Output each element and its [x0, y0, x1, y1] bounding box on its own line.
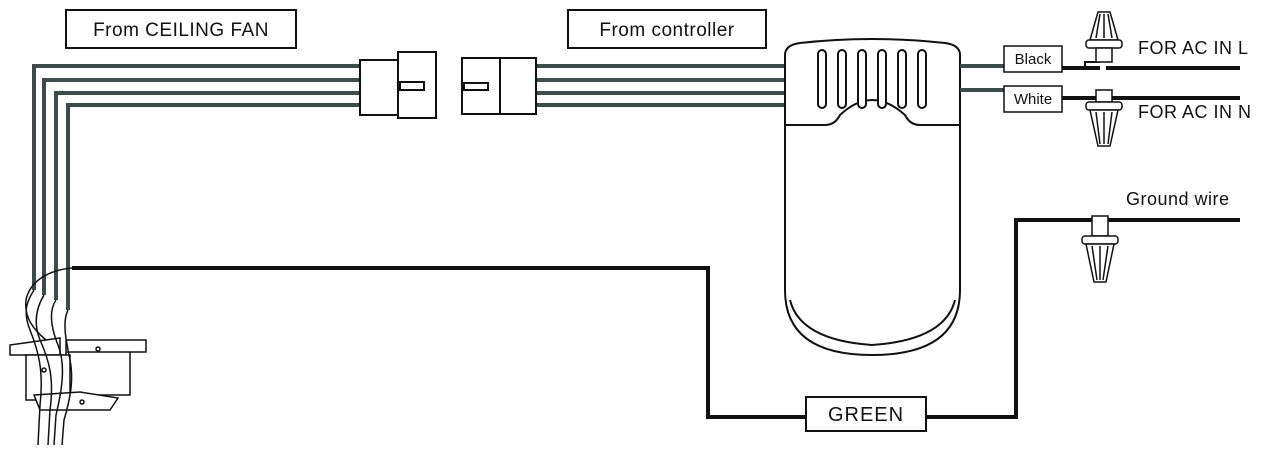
fan-wire-ends: [25, 267, 73, 446]
ac-in-n-label: FOR AC IN N: [1138, 102, 1252, 122]
white-wire-box: [1003, 85, 1063, 113]
ground-wire: [72, 218, 1240, 419]
from-controller-label: From controller: [599, 20, 734, 41]
controller-wire-bundle: [535, 64, 785, 107]
controller-vent-1: [817, 49, 827, 109]
ac-in-l-label: FOR AC IN L: [1138, 38, 1249, 58]
wire-nut-n-icon: [1085, 89, 1123, 147]
wire-nut-ground-icon: [1081, 215, 1119, 283]
from-fan-box: [65, 9, 297, 49]
from-fan-label: From CEILING FAN: [93, 20, 269, 41]
controller-vent-3: [857, 49, 867, 109]
black-wire-label: Black: [1015, 51, 1052, 68]
green-wire-box: [805, 396, 927, 432]
white-wire-label: White: [1014, 91, 1052, 108]
controller-connector: [461, 57, 537, 115]
black-wire-box: [1003, 45, 1063, 73]
controller-vent-6: [917, 49, 927, 109]
green-wire-label: GREEN: [828, 404, 904, 426]
fan-connector: [359, 51, 437, 119]
from-controller-box: [567, 9, 767, 49]
wire-nut-l-icon: [1085, 11, 1123, 63]
controller-vent-5: [897, 49, 907, 109]
controller-vent-4: [877, 49, 887, 109]
fan-bracket-icon: [9, 337, 147, 411]
controller-vent-2: [837, 49, 847, 109]
controller-unit: [784, 38, 961, 357]
fan-wire-bundle: [32, 64, 362, 310]
ground-wire-label: Ground wire: [1126, 189, 1230, 209]
